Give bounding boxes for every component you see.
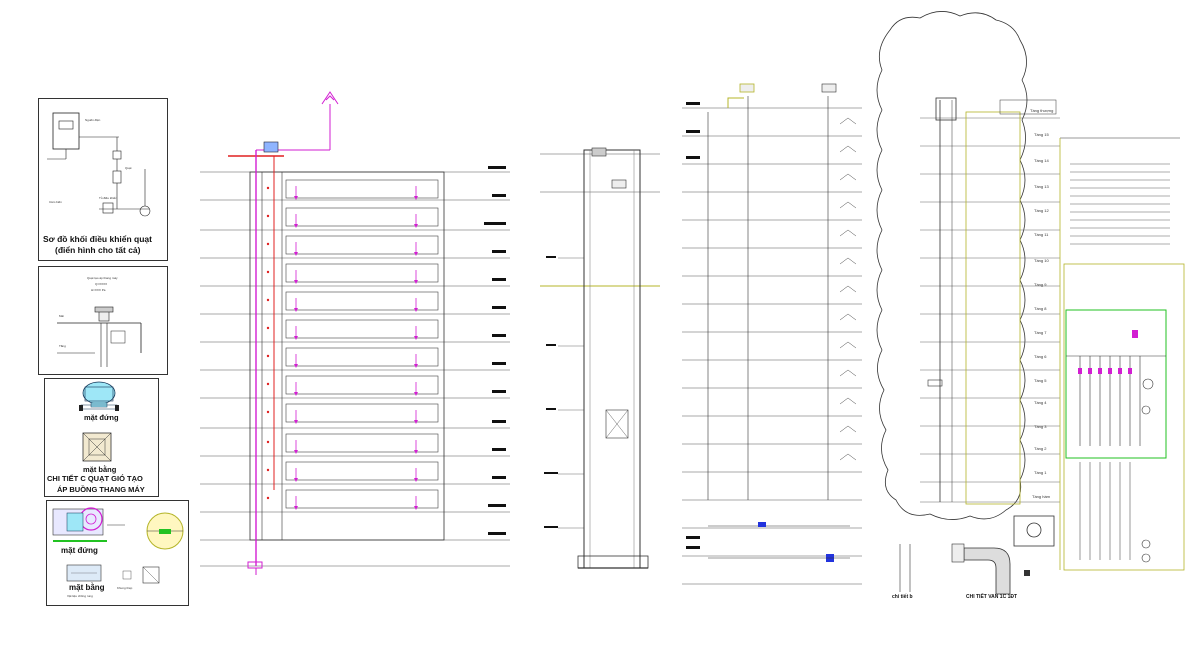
panel3-title-line2: ÁP BUỒNG THANG MÁY [57,485,145,494]
floor-label: Tầng hầm [1032,494,1051,499]
floor-label: Tầng 14 [1034,158,1049,163]
svg-text:Cảm biến: Cảm biến [49,200,62,204]
svg-text:Mái: Mái [59,314,64,318]
svg-text:Tầng: Tầng [59,344,66,348]
floor-label: Tầng 8 [1034,306,1047,311]
panel4-plan-label: mặt bằng [69,583,105,592]
svg-text:Quạt tạo áp thang máy: Quạt tạo áp thang máy [87,276,118,280]
floor-label: Tầng 6 [1034,354,1047,359]
floor-label: Tầng 13 [1034,184,1049,189]
panel-fan-control: Nguồn điện Quạt Cảm biến Tủ điều khiển S… [38,98,168,261]
floor-label: Tầng 4 [1034,400,1047,405]
svg-text:Vật liệu chống rung: Vật liệu chống rung [67,594,93,598]
svg-text:Quạt: Quạt [125,166,132,170]
floor-label: Tầng 7 [1034,330,1047,335]
panel-fan-detail: Khung thép Vật liệu chống rung mặt đứng … [46,500,189,606]
elevator-fan-drawing [79,381,119,462]
panel3-plan-label: mặt bằng [83,465,117,474]
floor-label: Tầng 5 [1034,378,1047,383]
floor-label: Tầng 3 [1034,424,1047,429]
floor-label: Tầng 15 [1034,132,1049,137]
floor-label: Tầng thượng [1030,108,1054,113]
panel4-elevation-label: mặt đứng [61,546,98,555]
svg-text:Khung thép: Khung thép [117,586,133,590]
panel1-caption-line2: (điển hình cho tất cả) [55,245,141,255]
svg-text:H=XXX Pa: H=XXX Pa [91,288,106,292]
panel3-title-line1: CHI TIẾT C QUẠT GIÓ TẠO [47,474,143,483]
floor-labels: Tầng thượng Tầng 15 Tầng 14 Tầng 13 Tầng… [1030,108,1058,508]
fan-control-diagram: Nguồn điện Quạt Cảm biến Tủ điều khiển [47,112,151,217]
fan-install-diagram: Quạt tạo áp thang máy Q=XXXX H=XXX Pa Má… [57,276,142,367]
floor-label: Tầng 12 [1034,208,1049,213]
detail-caption: CHI TIẾT VAN 1C 1ĐT [966,594,1018,600]
svg-text:Q=XXXX: Q=XXXX [95,282,107,286]
floor-label: Tầng 11 [1034,232,1049,237]
floor-label: Tầng 1 [1034,470,1047,475]
panel1-caption-line1: Sơ đồ khối điều khiển quạt [43,234,152,244]
fan-detail-drawing: Khung thép Vật liệu chống rung [52,507,184,598]
svg-text:Tủ điều khiển: Tủ điều khiển [99,196,117,200]
floor-label: Tầng 9 [1034,282,1047,287]
panel-fan-install: Quạt tạo áp thang máy Q=XXXX H=XXX Pa Má… [38,266,168,375]
detail-caption-left: chi tiết b [892,594,913,600]
floor-label: Tầng 10 [1034,258,1049,263]
panel3-elevation-label: mặt đứng [84,413,119,422]
panel-elevator-fan: mặt đứng mặt bằng CHI TIẾT C QUẠT GIÓ TẠ… [44,378,159,497]
svg-text:Nguồn điện: Nguồn điện [85,118,101,122]
floor-label: Tầng 2 [1034,446,1047,451]
